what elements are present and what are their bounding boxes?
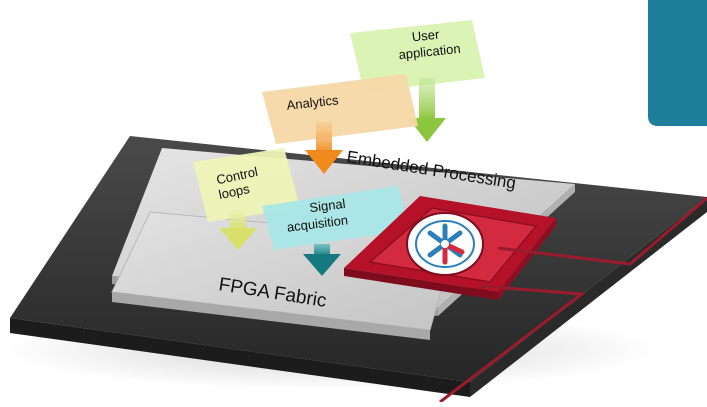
fpga-fabric-layer [111, 211, 456, 340]
signal-acquisition-label-line1: Signal [309, 196, 347, 215]
user-application-block: User application [350, 20, 485, 92]
control-loops-arrow [219, 208, 257, 250]
teal-tab [648, 0, 707, 126]
user-application-label-line1: User [411, 27, 441, 45]
analytics-label: Analytics [286, 92, 340, 112]
user-application-label-line2: application [398, 41, 461, 62]
control-loops-label-line2: loops [217, 181, 251, 202]
signal-acquisition-arrow [303, 244, 341, 276]
connector-lines [439, 196, 707, 404]
signal-acquisition-block: Signal acquisition [262, 186, 410, 250]
analytics-arrow [305, 122, 343, 174]
analytics-block: Analytics [262, 74, 418, 144]
control-loops-block: Control loops [193, 148, 300, 222]
snowflake-logo-icon [406, 212, 484, 276]
signal-acquisition-label-line2: acquisition [286, 212, 349, 234]
